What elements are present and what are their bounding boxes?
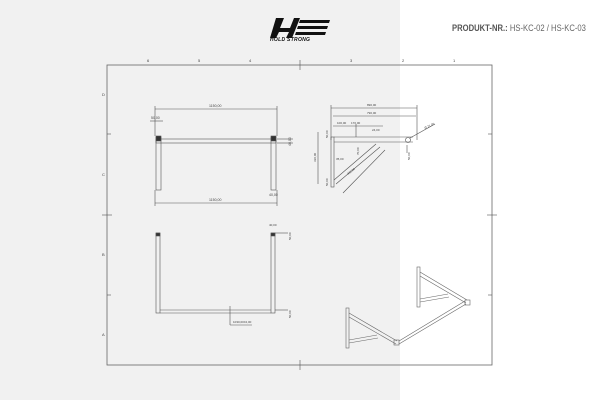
- frame-zone-labels: 6 5 4 3 2 1 D C B A: [102, 58, 456, 337]
- dim-side-angle3: 70,00: [356, 147, 360, 155]
- zone-label: 1: [453, 58, 456, 63]
- dim-top-center: 1030,00±2,00: [233, 320, 252, 324]
- zone-label: 4: [249, 58, 252, 63]
- dim-side-strut: 490,00: [346, 167, 356, 176]
- frame-ticks: [102, 60, 497, 370]
- zone-label: A: [102, 332, 105, 337]
- background-panel: [0, 0, 400, 400]
- dim-side-seg1: 100,00: [337, 121, 347, 125]
- drawing-frame: [106, 64, 493, 366]
- product-number-value: HS-KC-02 / HS-KC-03: [509, 23, 586, 33]
- zone-label: 3: [350, 58, 353, 63]
- dim-side-top-off: 50,00: [325, 130, 329, 138]
- dim-side-seg2: 170,00: [351, 121, 361, 125]
- front-view: [150, 106, 293, 206]
- dim-side-angle1: 24,00: [372, 128, 380, 132]
- dim-side-bottom-off: 50,00: [325, 178, 329, 186]
- zone-label: D: [102, 92, 105, 97]
- product-number: PRODUKT-NR.: HS-KC-02 / HS-KC-03: [452, 23, 586, 33]
- dim-side-bar-off: 50,00: [407, 152, 411, 160]
- zone-label: 2: [402, 58, 405, 63]
- hold-strong-logo: [270, 18, 330, 38]
- zone-label: 6: [147, 58, 150, 63]
- dim-front-bottom: 40,00: [269, 193, 278, 197]
- dim-side-angle2: 35,00: [336, 157, 344, 161]
- dim-top-post: 40,00: [269, 223, 277, 227]
- top-view: [155, 232, 288, 326]
- dim-top-bottom-end: 50,00: [288, 310, 292, 318]
- zone-label: B: [102, 252, 105, 257]
- dim-side-height: 330,00: [313, 152, 317, 162]
- dim-side-depth-inner: 790,00: [367, 111, 377, 115]
- dim-front-post: 50,00: [151, 116, 160, 120]
- dim-side-bar-dia: Ø 21,00: [424, 122, 436, 130]
- isometric-view: [345, 266, 471, 349]
- side-view: [317, 105, 436, 194]
- dim-side-depth-total: 890,00: [367, 103, 377, 107]
- zone-label: 5: [198, 58, 201, 63]
- dim-top-end: 50,00: [288, 232, 292, 240]
- dim-front-width-bottom: 1150,00: [209, 198, 221, 202]
- zone-label: C: [102, 172, 105, 177]
- product-number-label: PRODUKT-NR.:: [452, 23, 508, 33]
- dim-front-bar: 40,00: [288, 137, 292, 146]
- dim-front-width-top: 1150,00: [209, 104, 221, 108]
- brand-name: HOLD STRONG: [270, 37, 311, 43]
